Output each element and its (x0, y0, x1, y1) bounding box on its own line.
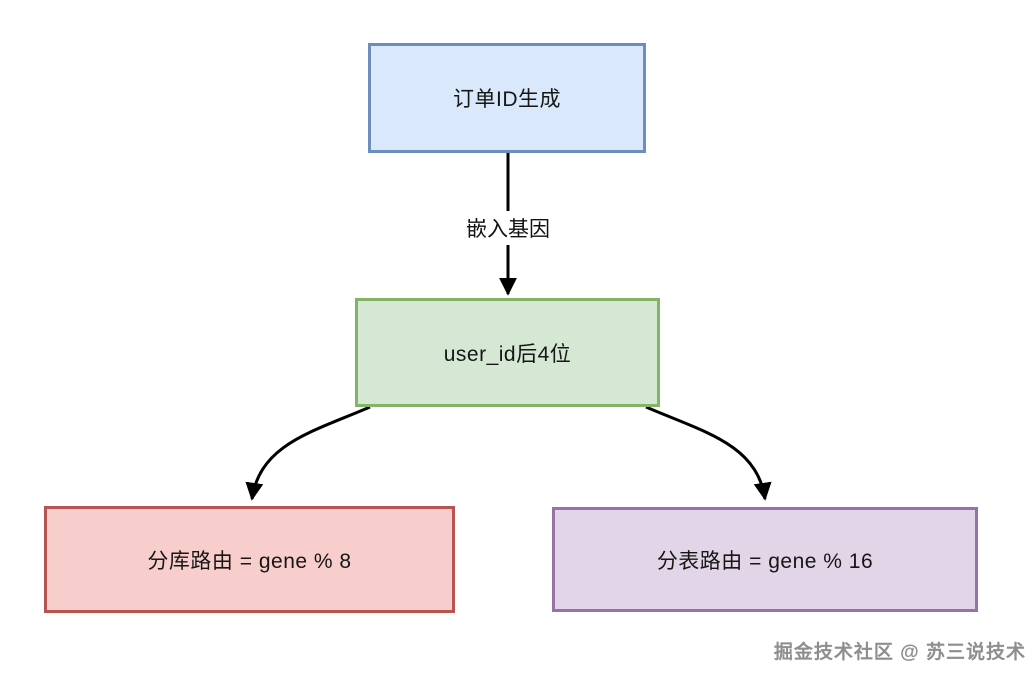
node-database-sharding-route: 分库路由 = gene % 8 (44, 506, 455, 613)
node-order-id-generation: 订单ID生成 (368, 43, 646, 153)
arrow-userid-to-dbroute (245, 405, 371, 501)
node-order-id-generation-label: 订单ID生成 (453, 88, 561, 111)
node-userid-last-4-digits: user_id后4位 (355, 298, 660, 407)
node-database-sharding-route-label: 分库路由 = gene % 8 (147, 549, 352, 573)
node-userid-last-4-digits-label: user_id后4位 (443, 342, 572, 366)
watermark: 掘金技术社区 @ 苏三说技术 (773, 642, 1026, 663)
edge-label-embed-gene: 嵌入基因 (461, 211, 555, 245)
node-table-sharding-route: 分表路由 = gene % 16 (552, 507, 978, 612)
node-table-sharding-route-label: 分表路由 = gene % 16 (656, 549, 874, 573)
arrow-userid-to-tableroute (645, 405, 772, 501)
